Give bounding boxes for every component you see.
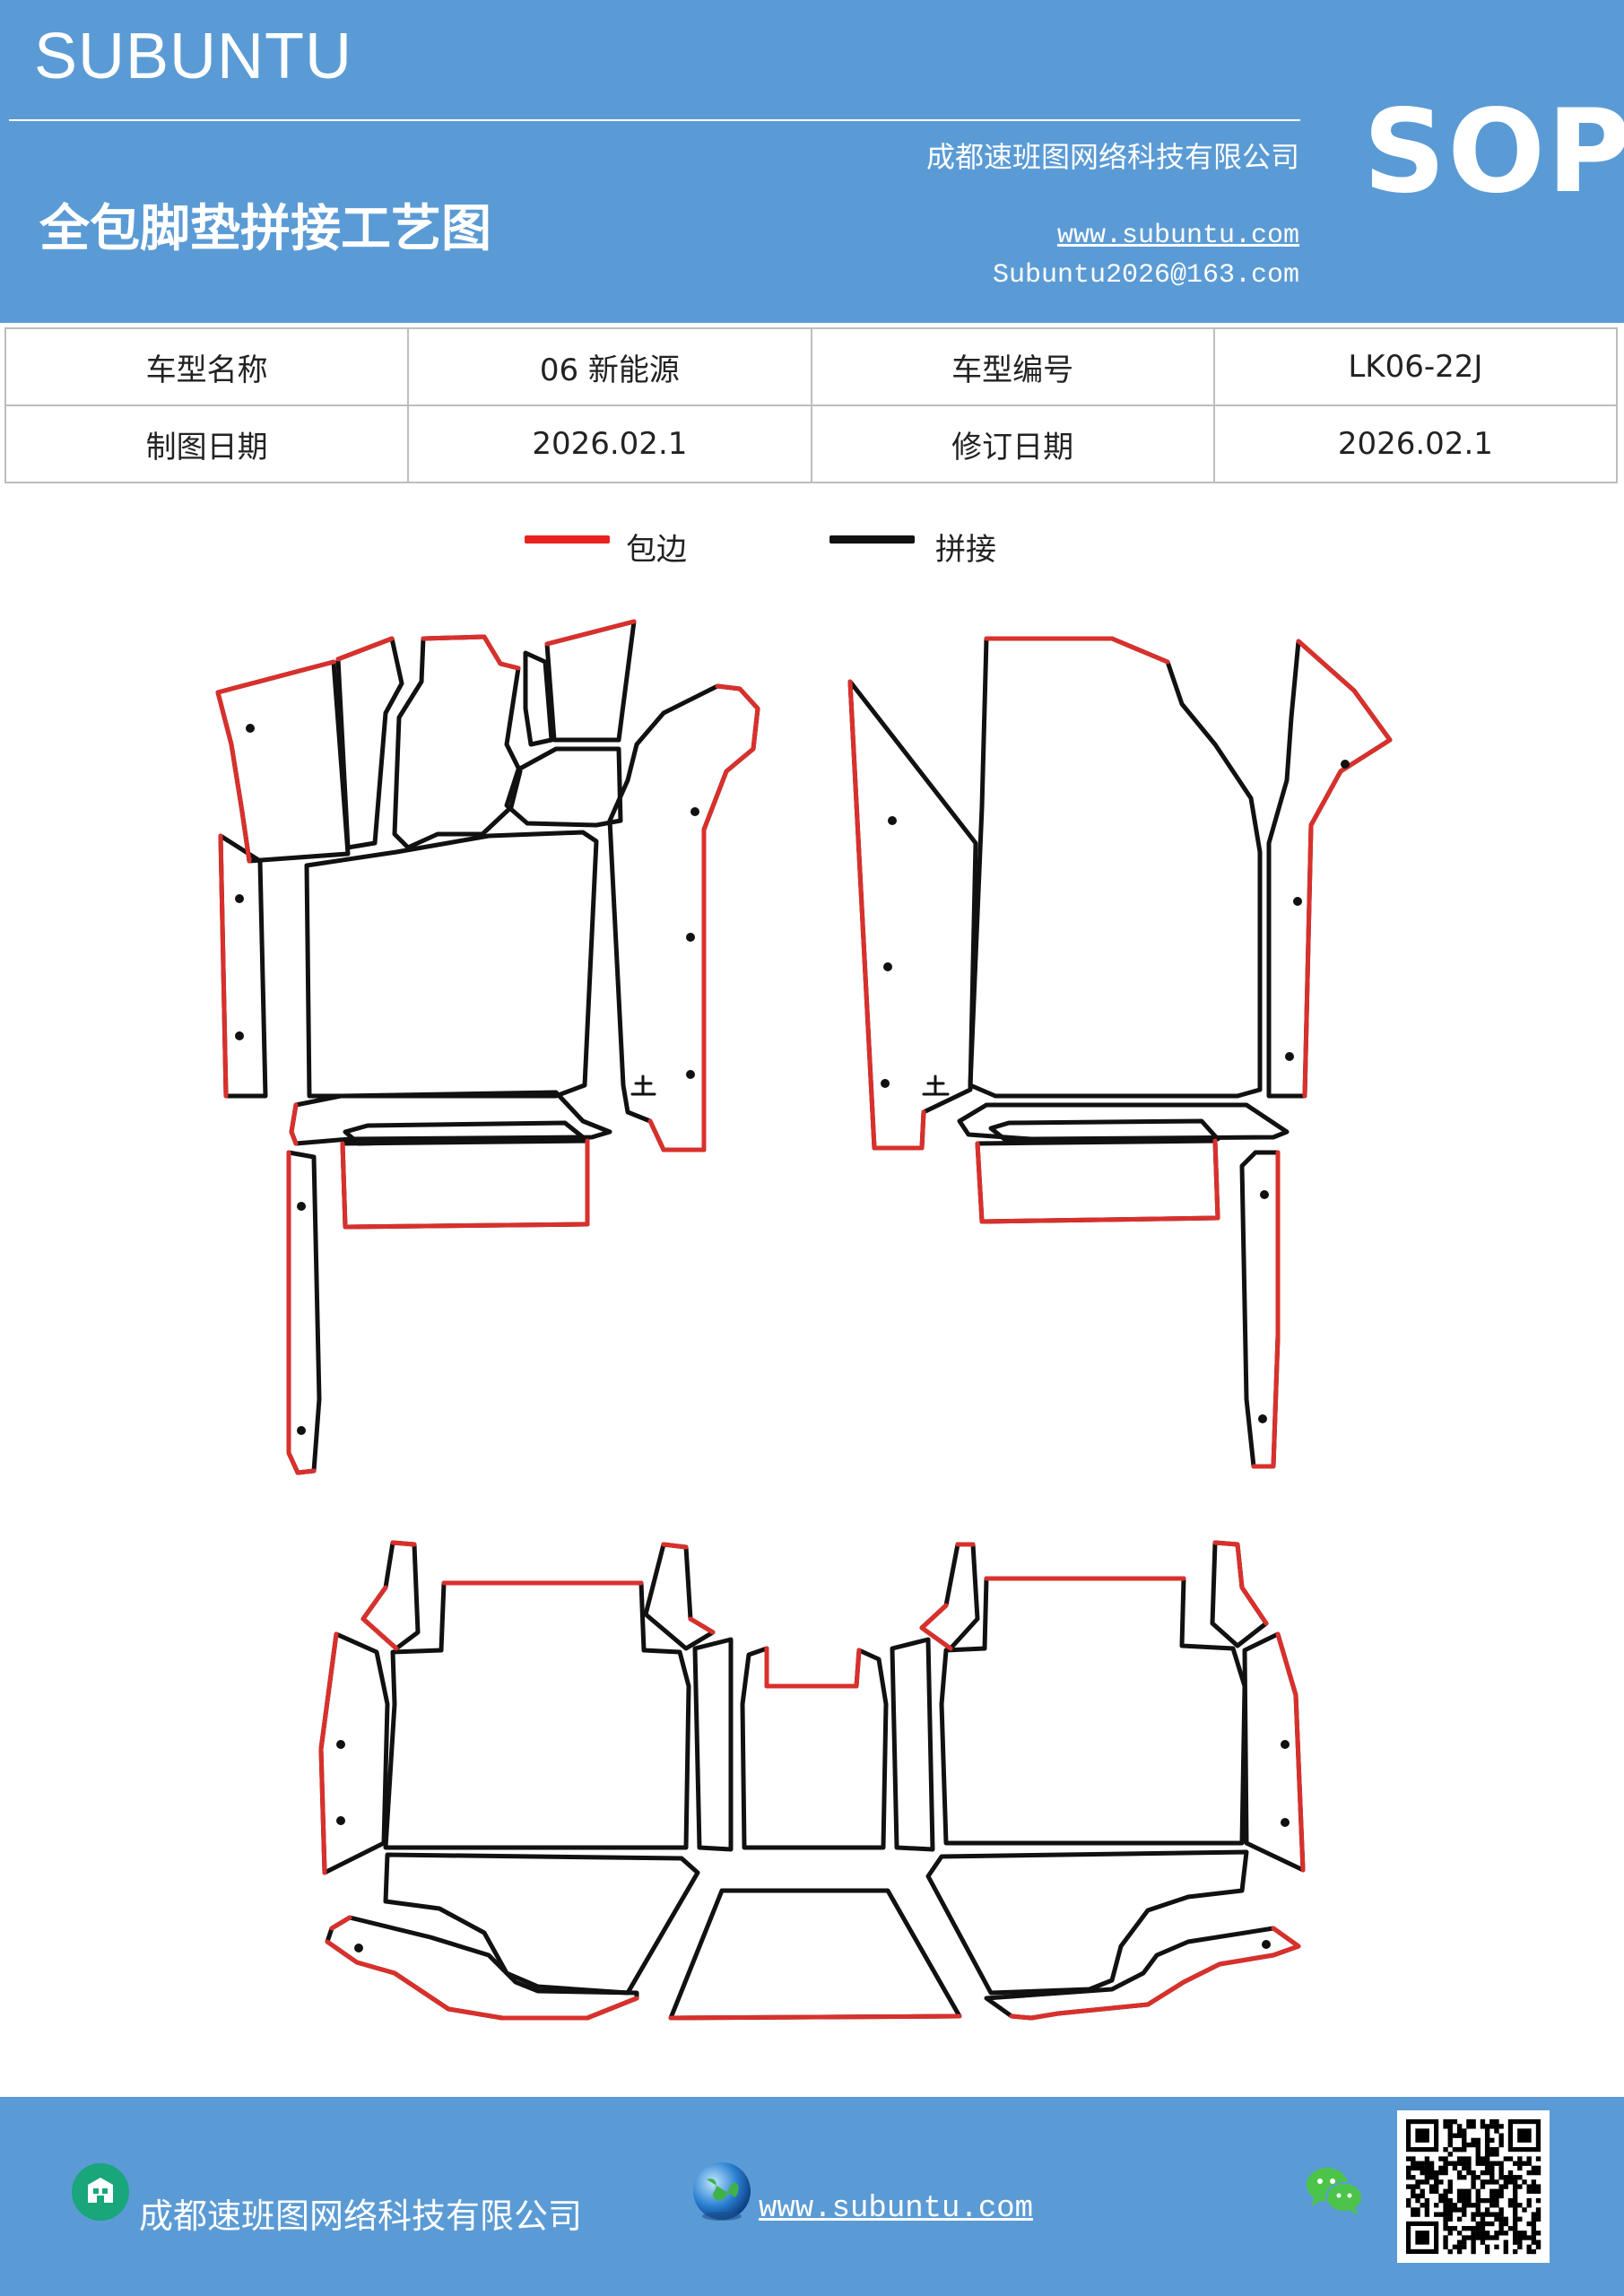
seam-lines <box>215 619 1393 2021</box>
mat-piece <box>286 1150 322 1475</box>
footer-website-link[interactable]: www.subuntu.com <box>759 2192 1034 2226</box>
mat-piece <box>925 1849 1249 1996</box>
legend-swatch-seam <box>829 535 915 544</box>
page-title: 全包脚垫拼接工艺图 <box>39 200 491 258</box>
table-row: 车型名称 06 新能源 车型编号 LK06-22J <box>4 327 1619 406</box>
model-code-label: 车型编号 <box>810 327 1215 406</box>
edge-binding-lines <box>215 619 1393 2021</box>
mat-piece <box>523 650 554 747</box>
mat-piece <box>939 1576 1247 1846</box>
legend-swatch-binding <box>525 535 610 544</box>
mat-piece <box>1242 1631 1306 1873</box>
mat-piece <box>215 659 351 864</box>
mat-piece <box>668 1888 962 2021</box>
model-code-value: LK06-22J <box>1212 327 1619 406</box>
model-name-label: 车型名称 <box>4 327 410 406</box>
footer-company-name: 成都速班图网络科技有限公司 <box>139 2196 583 2236</box>
legend-label-seam: 拼接 <box>935 532 996 568</box>
revision-date-value: 2026.02.1 <box>1212 404 1619 483</box>
drawing-date-label: 制图日期 <box>4 404 410 483</box>
mat-piece <box>335 636 404 850</box>
drawing-date-value: 2026.02.1 <box>407 404 812 483</box>
footer-banner: 成都速班图网络科技有限公司 www.subuntu.com <box>0 2097 1624 2296</box>
qr-code <box>1397 2110 1550 2263</box>
header-divider <box>9 119 1300 121</box>
mat-piece <box>957 1102 1290 1142</box>
header-banner: SUBUNTU 成都速班图网络科技有限公司 全包脚垫拼接工艺图 www.subu… <box>0 0 1624 323</box>
mat-piece <box>607 683 760 1152</box>
sop-badge: SOP <box>1363 85 1624 219</box>
mat-piece <box>988 1118 1220 1142</box>
floor-mat-splice-diagram <box>215 619 1393 2021</box>
mat-piece <box>383 1580 691 1850</box>
mat-piece <box>975 1138 1220 1224</box>
wechat-icon <box>1307 2168 1363 2215</box>
company-name: 成都速班图网络科技有限公司 <box>925 140 1299 174</box>
mat-piece <box>740 1646 889 1850</box>
mat-piece <box>692 1637 734 1852</box>
table-row: 制图日期 2026.02.1 修订日期 2026.02.1 <box>4 404 1619 483</box>
mat-piece <box>643 1542 716 1651</box>
website-link[interactable]: www.subuntu.com <box>1056 221 1299 251</box>
email-address[interactable]: Subuntu2026@163.com <box>992 260 1299 291</box>
mat-piece <box>890 1637 935 1852</box>
mat-piece <box>383 1852 700 1996</box>
orientation-marks <box>630 1074 950 1096</box>
mat-piece <box>968 636 1263 1099</box>
anchor-dots <box>235 724 1350 1952</box>
mat-piece <box>504 746 623 828</box>
legend-label-binding: 包边 <box>626 532 687 568</box>
mat-piece <box>304 830 599 1099</box>
revision-date-label: 修订日期 <box>810 404 1215 483</box>
brand-name: SUBUNTU <box>34 21 353 92</box>
vehicle-info-table: 车型名称 06 新能源 车型编号 LK06-22J 制图日期 2026.02.1… <box>4 327 1619 483</box>
model-name-value: 06 新能源 <box>407 327 812 406</box>
globe-icon <box>693 2162 751 2221</box>
mat-piece <box>360 1540 421 1651</box>
building-icon <box>72 2163 129 2221</box>
mat-piece <box>340 1138 590 1230</box>
mat-piece <box>392 634 523 850</box>
mat-piece <box>1266 639 1393 1099</box>
